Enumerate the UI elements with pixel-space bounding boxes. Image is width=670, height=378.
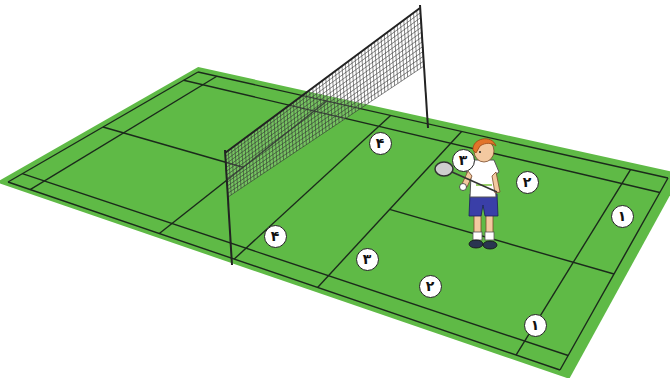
callout-circle: ۱: [611, 205, 634, 228]
callout-circle: ۲: [516, 171, 539, 194]
net-strand: [227, 47, 423, 183]
net-mesh: [225, 8, 424, 197]
net-post: [420, 5, 428, 128]
callout-number: ۳: [459, 153, 468, 167]
callout-circle: ۲: [419, 275, 442, 298]
callout-circle: ۴: [264, 225, 287, 248]
net-strand: [227, 37, 423, 175]
net-tape: [225, 8, 420, 153]
net: [225, 5, 428, 265]
net-strand: [227, 42, 423, 179]
net-strand: [228, 56, 424, 189]
callout-circle: ۳: [356, 248, 379, 271]
court-line: [318, 131, 462, 287]
net-strand: [225, 8, 420, 153]
callout-circle: ۱: [524, 314, 547, 337]
net-strand: [228, 66, 424, 197]
callout-number: ۱: [618, 209, 627, 223]
callout-number: ۲: [426, 279, 435, 293]
badminton-court: [0, 67, 670, 378]
callout-number: ۴: [376, 136, 385, 150]
court-ground: [0, 67, 670, 378]
net-strand: [227, 52, 423, 187]
callout-number: ۳: [363, 252, 372, 266]
net-strand: [228, 61, 424, 193]
callout-number: ۴: [271, 229, 280, 243]
court-line: [103, 127, 243, 167]
net-strand: [226, 18, 421, 161]
court-line: [8, 182, 560, 370]
net-strand: [226, 23, 421, 165]
callout-number: ۱: [531, 318, 540, 332]
callout-circle: ۳: [452, 149, 475, 172]
net-strand: [225, 13, 420, 157]
court-line: [390, 209, 614, 274]
net-strand: [226, 27, 421, 167]
net-strand: [226, 32, 421, 171]
net-post: [225, 150, 232, 265]
callout-circle: ۴: [369, 132, 392, 155]
player: [435, 139, 500, 249]
court-line: [22, 174, 568, 356]
callout-number: ۲: [523, 175, 532, 189]
